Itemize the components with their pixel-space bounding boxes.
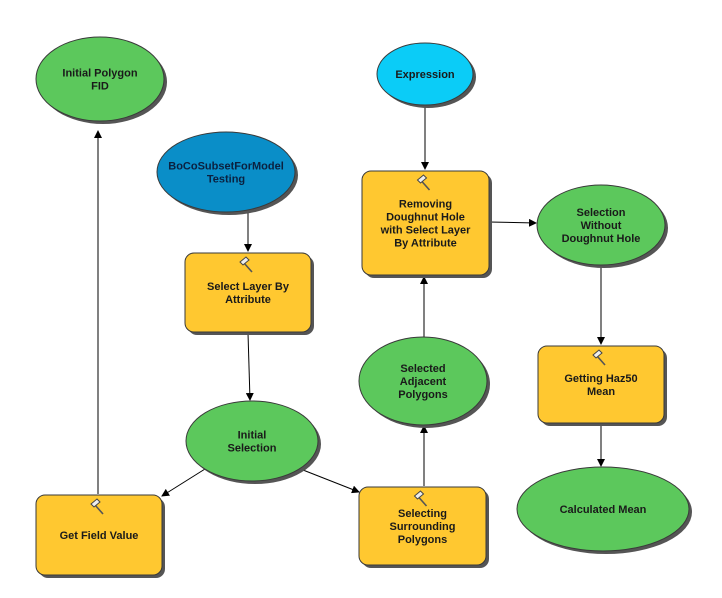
hammer-icon (239, 256, 253, 273)
node-label-line: FID (91, 81, 109, 93)
nodes-layer: Initial PolygonFIDBoCoSubsetForModelTest… (35, 36, 692, 578)
node-label-line: Polygons (398, 389, 448, 401)
node-label-line: Initial Polygon (62, 68, 137, 80)
connector-initial-selection-to-get-field-value (161, 468, 206, 497)
hammer-icon (592, 349, 606, 366)
node-shape (35, 36, 165, 122)
hammer-icon (90, 498, 104, 515)
node-label-line: Selected (400, 363, 445, 375)
connections-layer (94, 105, 605, 497)
node-label-line: Surrounding (390, 521, 456, 533)
node-label-line: Without (581, 220, 622, 232)
hammer-icon (413, 490, 428, 507)
connector-removing-doughnut-to-selection-without-doughnut (488, 218, 537, 227)
node-label-line: Selecting (398, 508, 447, 520)
node-label-line: Selection (228, 443, 277, 455)
node-shape (358, 486, 487, 566)
node-label-line: Doughnut Hole (562, 233, 641, 245)
node-label-line: Testing (207, 174, 245, 186)
node-label-line: Expression (395, 69, 455, 81)
node-label-line: Selection (577, 207, 626, 219)
node-shape (35, 494, 163, 576)
connector-initial-selection-to-selecting-surrounding (302, 469, 360, 494)
hammer-icon (416, 174, 431, 191)
node-get-field-value[interactable]: Get Field Value (35, 494, 165, 578)
node-label-line: Mean (587, 386, 615, 398)
connector-select-layer-by-attribute-to-initial-selection (245, 332, 254, 401)
node-shape (185, 400, 319, 482)
node-shape (376, 42, 474, 106)
node-label-line: Select Layer By (207, 281, 290, 293)
node-label-line: Get Field Value (60, 530, 139, 542)
node-label-line: By Attribute (394, 238, 457, 250)
node-label-line: Attribute (225, 294, 271, 306)
node-label-line: Calculated Mean (560, 504, 647, 516)
node-shape (536, 184, 666, 266)
node-label-line: Removing (399, 199, 452, 211)
node-calculated-mean[interactable]: Calculated Mean (516, 466, 692, 554)
node-shape (358, 336, 488, 426)
node-label-line: Doughnut Hole (386, 212, 465, 224)
node-label-line: Getting Haz50 (564, 373, 637, 385)
node-label-line: BoCoSubsetForModel (168, 161, 284, 173)
node-expression[interactable]: Expression (376, 42, 476, 108)
node-label-line: Polygons (398, 534, 448, 546)
node-shape (156, 131, 296, 213)
node-label-line: Initial (238, 430, 267, 442)
node-label-line: with Select Layer (380, 225, 472, 237)
node-shape (184, 252, 312, 333)
node-shape (516, 466, 690, 552)
node-label-line: Adjacent (400, 376, 447, 388)
node-shape (537, 345, 665, 424)
node-shape (361, 170, 490, 276)
